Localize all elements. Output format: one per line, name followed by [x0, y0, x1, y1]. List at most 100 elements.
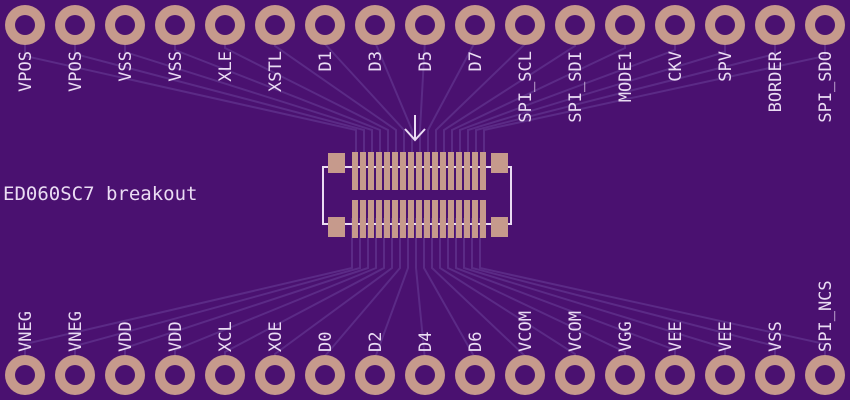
pin-label-top: MODE1	[616, 51, 636, 102]
connector-pin-pad	[352, 152, 358, 190]
pin-label-bottom: VGG	[616, 321, 636, 352]
pin-label-top: VSS	[116, 51, 136, 82]
drill-hole	[465, 15, 485, 35]
pin-label-top: D5	[416, 51, 436, 71]
drill-hole	[715, 15, 735, 35]
drill-hole	[615, 15, 635, 35]
pin-label-bottom: D0	[316, 332, 336, 352]
pin-label-bottom: VCOM	[516, 311, 536, 352]
pin-label-bottom: VEE	[666, 321, 686, 352]
connector-anchor-pad	[491, 153, 508, 173]
drill-hole	[815, 365, 835, 385]
pin-label-top: VSS	[166, 51, 186, 82]
pin-label-top: SPI_SDI	[566, 51, 586, 123]
connector-pin-pad	[440, 200, 446, 238]
connector-pin-pad	[376, 200, 382, 238]
connector-pin-pad	[448, 200, 454, 238]
drill-hole	[515, 365, 535, 385]
pin-label-top: VPOS	[66, 51, 86, 92]
connector-pin-pad	[360, 200, 366, 238]
connector-pin-pad	[440, 152, 446, 190]
pin-label-bottom: VDD	[166, 321, 186, 352]
pin-label-bottom: VNEG	[16, 311, 36, 352]
connector-pin-pad	[472, 200, 478, 238]
connector-pin-pad	[456, 200, 462, 238]
drill-hole	[315, 365, 335, 385]
pin-label-top: CKV	[666, 51, 686, 82]
connector-pin-pad	[424, 200, 430, 238]
drill-hole	[215, 15, 235, 35]
connector-pin-pad	[368, 200, 374, 238]
drill-hole	[665, 15, 685, 35]
connector-pin-pad	[464, 152, 470, 190]
pin-label-top: BORDER	[766, 50, 786, 112]
pin-label-top: XSTL	[266, 51, 286, 92]
connector-pin-pad	[464, 200, 470, 238]
drill-hole	[315, 15, 335, 35]
pin-label-top: SPI_SDO	[816, 51, 836, 123]
drill-hole	[415, 15, 435, 35]
drill-hole	[265, 15, 285, 35]
connector-pin-pad	[480, 200, 486, 238]
connector-pin-pad	[432, 152, 438, 190]
connector-pin-pad	[392, 152, 398, 190]
connector-anchor-pad	[491, 217, 508, 237]
pin-label-bottom: VCOM	[566, 311, 586, 352]
drill-hole	[715, 365, 735, 385]
connector-pin-pad	[424, 152, 430, 190]
connector-pin-pad	[400, 152, 406, 190]
connector-pin-pad	[376, 152, 382, 190]
connector-anchor-pad	[328, 217, 345, 237]
drill-hole	[765, 15, 785, 35]
connector-pin-pad	[400, 200, 406, 238]
drill-hole	[465, 365, 485, 385]
connector-pin-pad	[392, 200, 398, 238]
connector-pin-pad	[368, 152, 374, 190]
drill-hole	[765, 365, 785, 385]
drill-hole	[615, 365, 635, 385]
pin-label-top: XLE	[216, 51, 236, 82]
connector-pin-pad	[384, 200, 390, 238]
drill-hole	[815, 15, 835, 35]
drill-hole	[415, 365, 435, 385]
pads-layer	[5, 5, 845, 395]
pin-label-bottom: D2	[366, 332, 386, 352]
connector-pin-pad	[472, 152, 478, 190]
pin-label-bottom: D6	[466, 332, 486, 352]
drill-hole	[165, 15, 185, 35]
drill-hole	[565, 365, 585, 385]
drill-hole	[565, 15, 585, 35]
drill-hole	[215, 365, 235, 385]
pin-label-bottom: SPI_NCS	[816, 280, 836, 352]
connector-pin-pad	[416, 152, 422, 190]
drill-hole	[515, 15, 535, 35]
connector-pin-pad	[352, 200, 358, 238]
connector-pin-pad	[408, 152, 414, 190]
pin-label-bottom: XOE	[266, 321, 286, 352]
connector-anchor-pad	[328, 153, 345, 173]
connector-pin-pad	[384, 152, 390, 190]
pin-label-bottom: XCL	[216, 321, 236, 352]
drill-hole	[365, 15, 385, 35]
pin-label-top: SPV	[716, 51, 736, 82]
pin-label-bottom: VSS	[766, 321, 786, 352]
connector-pin-pad	[480, 152, 486, 190]
connector-pin-pad	[360, 152, 366, 190]
drill-hole	[165, 365, 185, 385]
pin-label-bottom: VEE	[716, 321, 736, 352]
board-title: ED060SC7 breakout	[3, 183, 197, 205]
connector-pin-pad	[432, 200, 438, 238]
drill-hole	[365, 365, 385, 385]
pin-label-bottom: VDD	[116, 321, 136, 352]
connector-pin-pad	[456, 152, 462, 190]
drill-hole	[265, 365, 285, 385]
pin-label-bottom: VNEG	[66, 311, 86, 352]
down-arrow-icon	[404, 115, 426, 142]
pin-label-top: VPOS	[16, 51, 36, 92]
fpc-connector	[322, 152, 512, 238]
drill-hole	[115, 15, 135, 35]
pin-label-top: D1	[316, 51, 336, 71]
pin-label-top: D7	[466, 51, 486, 71]
drill-hole	[65, 15, 85, 35]
